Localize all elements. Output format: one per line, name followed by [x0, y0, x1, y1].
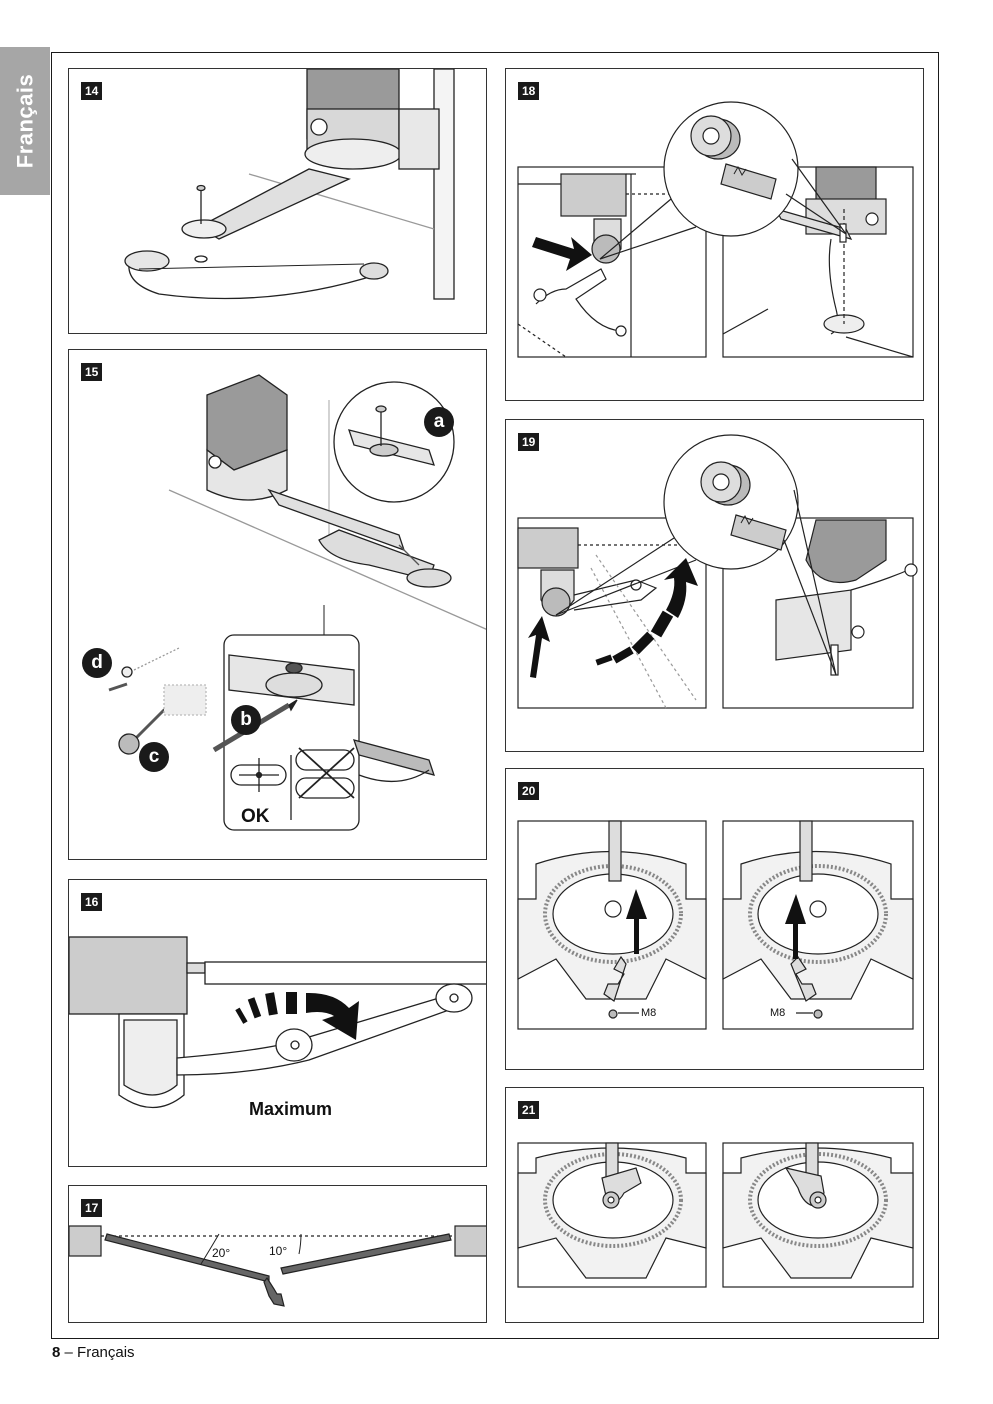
figure-14: 14	[68, 68, 487, 334]
figure-21: 21	[505, 1087, 924, 1323]
figure-15: 15	[68, 349, 487, 860]
ok-label: OK	[241, 806, 270, 827]
arrow-icon	[235, 992, 359, 1040]
figure-20: 20 M8 M8	[505, 768, 924, 1070]
page-number: 8	[52, 1344, 61, 1361]
step-label-d: d	[82, 648, 112, 678]
maximum-opening-illustration	[69, 936, 486, 1108]
angle-limits-illustration	[69, 1225, 486, 1307]
arrow-icon	[532, 237, 592, 271]
tape-opening-illustration	[517, 434, 918, 709]
figure-16: 16 Maximum	[68, 879, 487, 1167]
figure-17: 17 20° 10°	[68, 1185, 487, 1323]
language-tab: Français	[0, 47, 50, 195]
angle-right-label: 10°	[269, 1244, 288, 1258]
arrow-icon	[626, 889, 806, 959]
page-footer: 8 – Français	[52, 1344, 135, 1361]
angle-left-label: 20°	[212, 1246, 231, 1260]
nut-label-m8-left: M8	[641, 1007, 657, 1019]
maximum-caption: Maximum	[249, 1099, 333, 1119]
step-label-c: c	[139, 742, 169, 772]
arrow-icon	[528, 558, 698, 678]
figure-number: 18	[518, 82, 540, 100]
footer-language: Français	[77, 1344, 135, 1361]
step-label-a: a	[424, 407, 454, 437]
figure-18: 18	[505, 68, 924, 401]
step-label-b: b	[231, 705, 261, 735]
tape-alignment-illustration	[517, 101, 914, 358]
figure-number: 20	[518, 782, 540, 800]
page-frame	[51, 52, 939, 1339]
figure-number: 15	[81, 363, 103, 381]
figure-number: 19	[518, 433, 540, 451]
figure-19: 19	[505, 419, 924, 752]
arm-assembly-illustration	[124, 69, 455, 300]
footer-separator: –	[60, 1344, 78, 1361]
figure-number: 16	[81, 893, 103, 911]
figure-number: 17	[81, 1199, 103, 1217]
figure-number: 14	[81, 82, 103, 100]
stop-adjustment-illustration	[517, 820, 914, 1030]
language-tab-label: Français	[12, 73, 37, 169]
figure-number: 21	[518, 1101, 540, 1119]
stop-tightened-illustration	[517, 1142, 914, 1288]
nut-label-m8-right: M8	[770, 1007, 786, 1019]
bracket-marking-illustration	[108, 374, 486, 831]
